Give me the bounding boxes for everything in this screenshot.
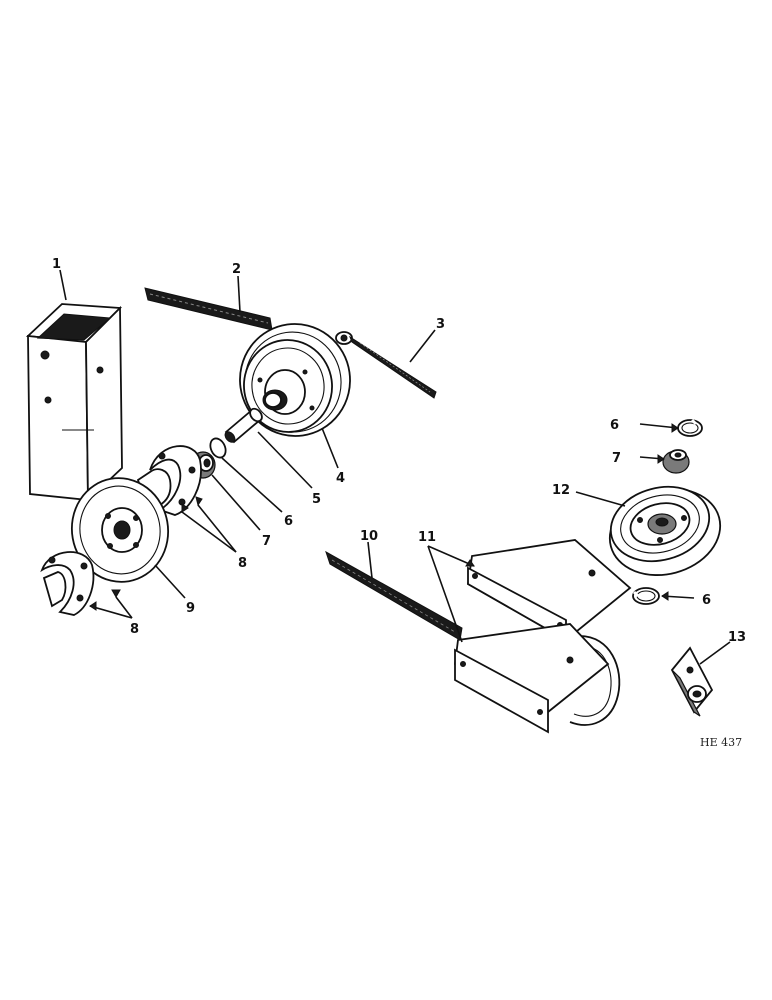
callout-11: 11 — [418, 530, 436, 545]
part-11-bracket-lower — [454, 623, 621, 734]
callout-1: 1 — [52, 257, 61, 272]
callout-8-upper: 8 — [238, 556, 247, 571]
callout-5: 5 — [312, 492, 321, 507]
callout-12: 12 — [552, 483, 570, 498]
part-13-small-bracket — [670, 646, 714, 717]
part-11-bracket-upper — [467, 539, 632, 642]
drawing-code: HE 437 — [700, 736, 742, 749]
part-10-slotted-bar — [325, 550, 463, 641]
callout-8-lower: 8 — [130, 622, 139, 637]
part-5-bushing — [224, 407, 263, 444]
part-2-slotted-bar — [144, 287, 273, 331]
part-9-pulley-disc — [70, 477, 170, 583]
part-12-pulley — [608, 485, 722, 576]
callout-6-upper: 6 — [284, 514, 293, 529]
part-6-snap-ring-right-lower — [632, 587, 660, 605]
callout-6-right-top: 6 — [610, 418, 619, 433]
part-4-pulley — [239, 323, 351, 437]
callout-9: 9 — [186, 601, 195, 616]
callout-13: 13 — [728, 630, 746, 645]
callout-4: 4 — [336, 471, 345, 486]
callout-7-right: 7 — [612, 451, 621, 466]
part-1-bracket — [25, 303, 123, 503]
callout-7-upper: 7 — [262, 534, 271, 549]
leader-lines — [59, 269, 731, 665]
part-6-snap-ring-upper — [209, 437, 227, 459]
callout-3: 3 — [436, 317, 445, 332]
part-8-flange-lower — [40, 551, 95, 616]
callout-10: 10 — [360, 529, 378, 544]
part-3-eye-bolt — [335, 331, 437, 399]
callout-2: 2 — [232, 262, 241, 277]
callout-6-right-lower: 6 — [702, 593, 711, 608]
part-7-bearing-right — [662, 449, 690, 474]
arrowheads — [89, 423, 679, 611]
part-6-snap-ring-right-top — [677, 418, 703, 437]
